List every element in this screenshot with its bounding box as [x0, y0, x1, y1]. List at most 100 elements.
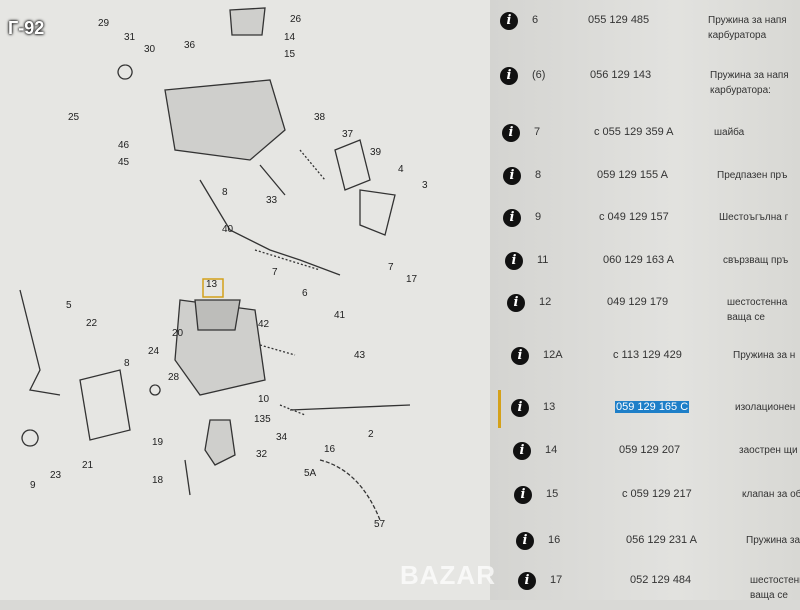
callout-label: 19: [152, 437, 164, 448]
highlight-box-13: [202, 278, 224, 298]
callout-label: 22: [86, 318, 98, 329]
part-number[interactable]: 049 129 179: [607, 296, 669, 308]
part-number[interactable]: c 059 129 217: [622, 488, 692, 500]
callout-label: 17: [406, 274, 418, 285]
part-number[interactable]: 052 129 484: [630, 574, 692, 586]
part-description: свързващ пръ: [723, 255, 789, 266]
callout-label: 15: [284, 49, 296, 60]
info-icon[interactable]: i: [516, 532, 534, 550]
callout-label: 7: [272, 267, 278, 278]
table-row[interactable]: i 15 c 059 129 217 клапан за об: [490, 484, 800, 524]
info-icon[interactable]: i: [500, 12, 518, 30]
table-row[interactable]: i 13 059 129 165 C изолационен: [490, 397, 800, 437]
callout-label: 13: [206, 279, 218, 290]
callout-label: 30: [144, 44, 156, 55]
callout-label: 45: [118, 157, 130, 168]
position-number: 12A: [543, 349, 563, 361]
info-icon[interactable]: i: [505, 252, 523, 270]
position-number: 7: [534, 126, 541, 138]
info-icon[interactable]: i: [513, 442, 531, 460]
callout-label: 34: [276, 432, 288, 443]
info-icon[interactable]: i: [503, 167, 521, 185]
callout-label: 23: [50, 470, 62, 481]
table-row[interactable]: i 9 c 049 129 157 Шестоъгълна г: [490, 207, 800, 247]
info-icon[interactable]: i: [502, 124, 520, 142]
callout-label: 8: [222, 187, 228, 198]
table-row[interactable]: i 14 059 129 207 заострен щи: [490, 440, 800, 480]
position-number: (6): [532, 69, 546, 81]
part-description: заострен щи: [739, 445, 798, 456]
callout-label: 31: [124, 32, 136, 43]
callout-label: 40: [222, 224, 234, 235]
callout-label: 6: [302, 288, 308, 299]
position-number: 17: [550, 574, 563, 586]
callout-label: 2: [368, 429, 374, 440]
position-number: 14: [545, 444, 558, 456]
callout-label: 57: [374, 519, 386, 530]
part-number[interactable]: c 055 129 359 A: [594, 126, 674, 138]
info-icon[interactable]: i: [507, 294, 525, 312]
part-number[interactable]: 059 129 165 C: [615, 401, 690, 413]
info-icon[interactable]: i: [514, 486, 532, 504]
callout-label: 24: [148, 346, 160, 357]
callout-label: 4: [398, 164, 404, 175]
info-icon[interactable]: i: [511, 399, 529, 417]
table-row[interactable]: i 8 059 129 155 A Предпазен пръ: [490, 165, 800, 205]
part-number[interactable]: 059 129 207: [619, 444, 681, 456]
callout-label: 16: [324, 444, 336, 455]
callout-label: 14: [284, 32, 296, 43]
info-icon[interactable]: i: [518, 572, 536, 590]
callout-label: 135: [254, 414, 271, 425]
table-row[interactable]: i 11 060 129 163 A свързващ пръ: [490, 250, 800, 290]
callout-label: 9: [30, 480, 36, 491]
part-number[interactable]: c 049 129 157: [599, 211, 669, 223]
callout-label: 8: [124, 358, 130, 369]
callout-label: 7: [388, 262, 394, 273]
position-number: 12: [539, 296, 552, 308]
part-number[interactable]: 055 129 485: [588, 14, 650, 26]
position-number: 11: [537, 254, 549, 266]
position-number: 6: [532, 14, 539, 26]
part-number[interactable]: 056 129 231 A: [626, 534, 697, 546]
callout-label: 20: [172, 328, 184, 339]
part-number[interactable]: 060 129 163 A: [603, 254, 674, 266]
info-icon[interactable]: i: [503, 209, 521, 227]
callout-label: 3: [422, 180, 428, 191]
callout-label: 43: [354, 350, 366, 361]
row-marker: [498, 390, 501, 428]
table-row[interactable]: i 16 056 129 231 A Пружина за: [490, 530, 800, 570]
info-icon[interactable]: i: [500, 67, 518, 85]
callout-label: 32: [256, 449, 268, 460]
part-description: клапан за об: [742, 489, 800, 500]
watermark-logo: BAZAR: [400, 560, 496, 590]
part-number[interactable]: c 113 129 429: [613, 349, 682, 361]
info-icon[interactable]: i: [511, 347, 529, 365]
part-description: Пружина за: [746, 535, 800, 546]
callout-label: 25: [68, 112, 80, 123]
table-row[interactable]: i 7 c 055 129 359 A шайба: [490, 122, 800, 162]
position-number: 9: [535, 211, 542, 223]
callout-label: 26: [290, 14, 302, 25]
part-number[interactable]: 056 129 143: [590, 69, 652, 81]
part-description: Шестоъгълна г: [719, 212, 789, 223]
callout-label: 41: [334, 310, 346, 321]
callout-label: 42: [258, 319, 270, 330]
callout-label: 21: [82, 460, 94, 471]
part-description: Предпазен пръ: [717, 170, 788, 181]
callout-label: 46: [118, 140, 130, 151]
position-number: 8: [535, 169, 542, 181]
table-row[interactable]: i 12A c 113 129 429 Пружина за н: [490, 345, 800, 385]
callout-label: 37: [342, 129, 354, 140]
part-description: изолационен: [735, 402, 796, 413]
callout-label: 33: [266, 195, 278, 206]
part-number[interactable]: 059 129 155 A: [597, 169, 668, 181]
